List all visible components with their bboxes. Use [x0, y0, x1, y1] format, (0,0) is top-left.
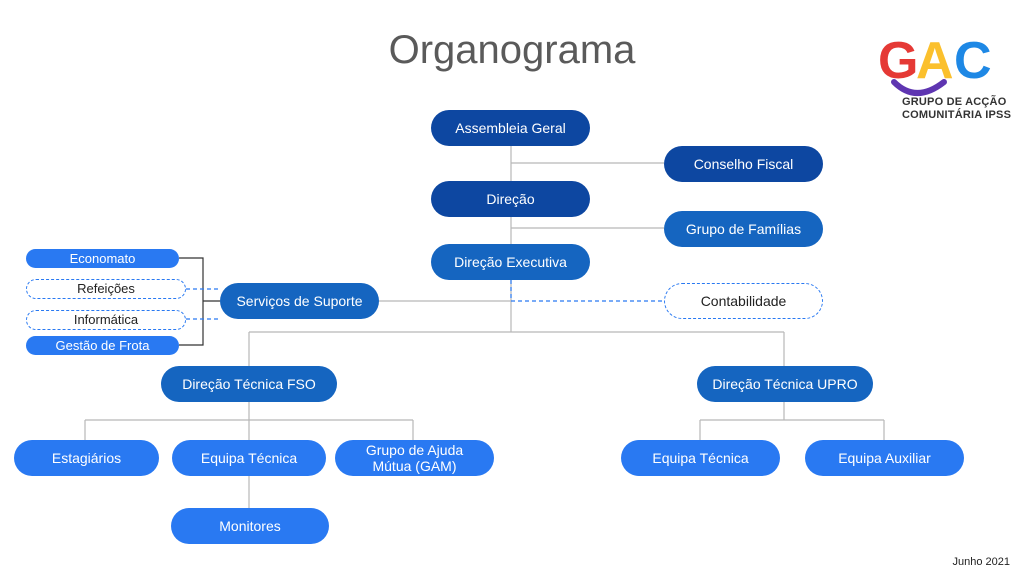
- node-grupo-ajuda-mutua: Grupo de Ajuda Mútua (GAM): [335, 440, 494, 476]
- node-refeicoes: Refeições: [26, 279, 186, 299]
- node-estagiarios: Estagiários: [14, 440, 159, 476]
- svg-text:G: G: [878, 32, 918, 90]
- node-economato: Economato: [26, 249, 179, 268]
- page-title: Organograma: [388, 28, 636, 72]
- node-assembleia-geral: Assembleia Geral: [431, 110, 590, 146]
- node-conselho-fiscal: Conselho Fiscal: [664, 146, 823, 182]
- node-equipa-tecnica-upro: Equipa Técnica: [621, 440, 780, 476]
- gac-logo-icon: G A C: [878, 32, 992, 96]
- footer-date: Junho 2021: [952, 556, 1011, 568]
- node-direcao-executiva: Direção Executiva: [431, 244, 590, 280]
- node-servicos-suporte: Serviços de Suporte: [220, 283, 379, 319]
- node-gestao-frota: Gestão de Frota: [26, 336, 179, 355]
- node-monitores: Monitores: [171, 508, 329, 544]
- node-equipa-auxiliar: Equipa Auxiliar: [805, 440, 964, 476]
- logo-line-1: GRUPO DE ACÇÃO: [902, 96, 1007, 108]
- node-direcao: Direção: [431, 181, 590, 217]
- logo-line-2: COMUNITÁRIA IPSS: [902, 109, 1012, 121]
- node-contabilidade: Contabilidade: [664, 283, 823, 319]
- node-grupo-familias: Grupo de Famílias: [664, 211, 823, 247]
- logo-caption: GRUPO DE ACÇÃO COMUNITÁRIA IPSS: [902, 96, 1011, 122]
- svg-text:A: A: [916, 32, 954, 90]
- node-informatica: Informática: [26, 310, 186, 330]
- svg-text:C: C: [954, 32, 992, 90]
- node-equipa-tecnica-fso: Equipa Técnica: [172, 440, 326, 476]
- node-direcao-tecnica-fso: Direção Técnica FSO: [161, 366, 337, 402]
- node-direcao-tecnica-upro: Direção Técnica UPRO: [697, 366, 873, 402]
